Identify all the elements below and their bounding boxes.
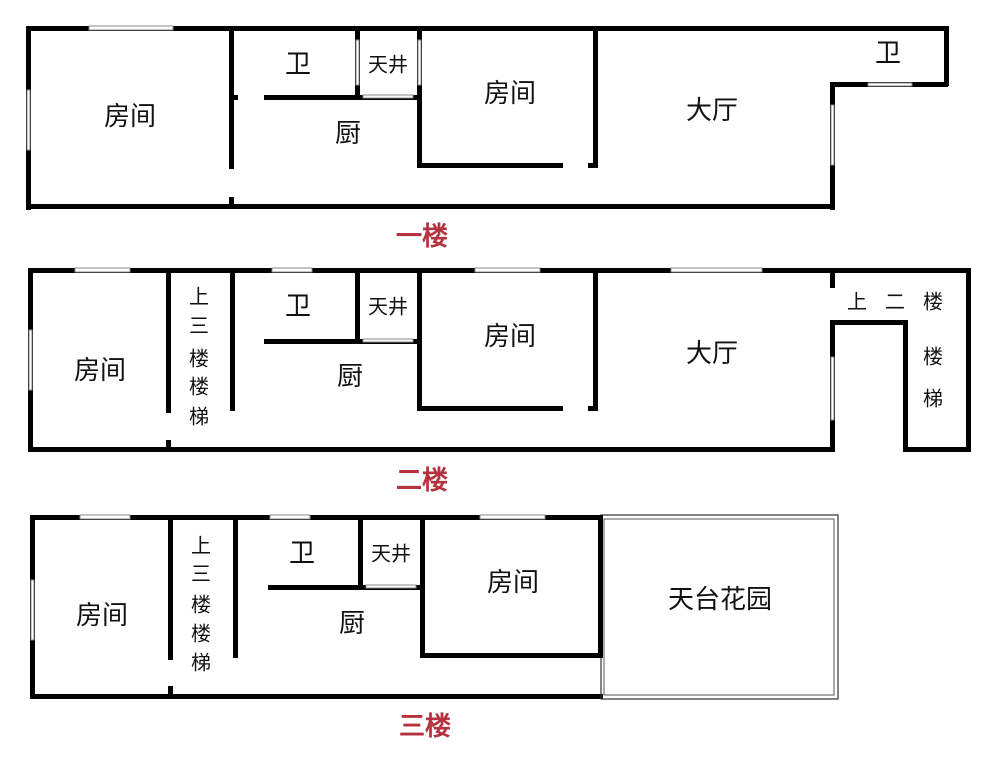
hall-label: 大厅 (686, 339, 738, 369)
stairs-char: 梯 (191, 651, 211, 675)
skylight-label: 天井 (371, 542, 411, 566)
bathroom-label: 卫 (285, 50, 311, 80)
skylight-label: 天井 (368, 53, 408, 77)
room-label: 房间 (484, 79, 536, 109)
skylight-label: 天井 (368, 295, 408, 319)
room-label: 房间 (487, 568, 539, 598)
stairs-char: 上 (189, 285, 209, 309)
floor-1-plan: 房间 卫 天井 厨 房间 大厅 卫 一楼 (26, 25, 949, 252)
stairs-char: 上 (847, 290, 867, 314)
bathroom-label: 卫 (285, 292, 311, 322)
stairs-right-label: 上 二 楼 楼 梯 (847, 290, 943, 411)
stairs-char: 楼 (189, 375, 209, 399)
floor-2-plan: 房间 上 三 楼 楼 梯 卫 天井 厨 房间 大厅 上 二 楼 楼 梯 二楼 (28, 267, 971, 496)
stairs-up-label: 上 三 楼 楼 梯 (189, 285, 209, 429)
kitchen-label: 厨 (337, 362, 363, 392)
stairs-char: 三 (191, 562, 211, 586)
stairs-char: 楼 (191, 622, 211, 646)
room-label: 房间 (484, 322, 536, 352)
stairs-char: 上 (191, 534, 211, 558)
bathroom-label: 卫 (875, 39, 901, 69)
room-label: 房间 (104, 102, 156, 132)
stairs-char: 三 (189, 314, 209, 338)
room-label: 房间 (76, 601, 128, 631)
floor-2-title: 二楼 (396, 466, 448, 496)
stairs-char: 梯 (189, 405, 209, 429)
hall-label: 大厅 (686, 96, 738, 126)
floor-1-title: 一楼 (396, 222, 448, 252)
stairs-up-label: 上 三 楼 楼 梯 (191, 534, 211, 675)
bathroom-label: 卫 (289, 539, 315, 569)
terrace-label: 天台花园 (668, 585, 772, 615)
floor-3-title: 三楼 (399, 712, 451, 742)
stairs-char: 楼 (191, 593, 211, 617)
stairs-char: 楼 (189, 347, 209, 371)
stairs-char: 梯 (923, 387, 943, 411)
stairs-char: 楼 (923, 290, 943, 314)
floor-3-plan: 房间 上 三 楼 楼 梯 卫 天井 厨 房间 天台花园 三楼 (30, 514, 839, 742)
stairs-char: 二 (885, 290, 905, 314)
kitchen-label: 厨 (339, 609, 365, 639)
stairs-char: 楼 (923, 345, 943, 369)
room-label: 房间 (74, 356, 126, 386)
kitchen-label: 厨 (335, 119, 361, 149)
